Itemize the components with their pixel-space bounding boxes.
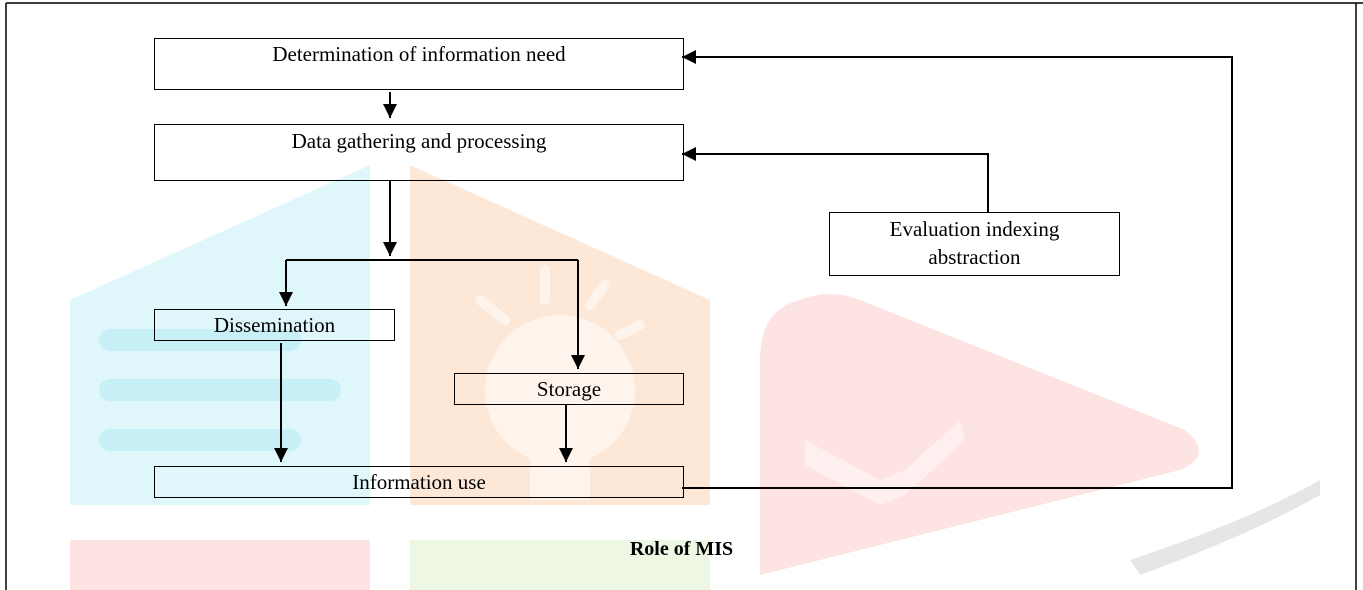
watermark-red-tile — [70, 540, 370, 590]
watermark-green-tile — [410, 540, 710, 590]
arrow-use-to-need-feedback — [682, 50, 1233, 489]
node-information-use: Information use — [154, 466, 684, 498]
watermark-book-icon — [805, 420, 965, 505]
node-dissemination-label: Dissemination — [213, 313, 336, 337]
diagram-caption: Role of MIS — [629, 538, 734, 560]
node-dissemination: Dissemination — [154, 309, 395, 341]
node-storage: Storage — [454, 373, 684, 405]
node-data-gathering-label: Data gathering and processing — [291, 129, 547, 153]
arrow-evaluation-to-gathering — [682, 147, 989, 212]
node-information-use-label: Information use — [352, 470, 486, 494]
watermark-grey-swoosh — [1130, 480, 1320, 575]
node-evaluation-label-line1: Evaluation indexing — [889, 217, 1060, 241]
node-information-need-label: Determination of information need — [272, 42, 566, 66]
node-evaluation-label-line2: abstraction — [928, 245, 1021, 269]
watermark-red-shape — [760, 294, 1199, 575]
watermark-bulb — [485, 315, 635, 465]
node-storage-label: Storage — [536, 377, 602, 401]
node-information-need: Determination of information need — [154, 38, 684, 90]
node-evaluation: Evaluation indexing abstraction — [829, 212, 1120, 276]
node-data-gathering: Data gathering and processing — [154, 124, 684, 181]
